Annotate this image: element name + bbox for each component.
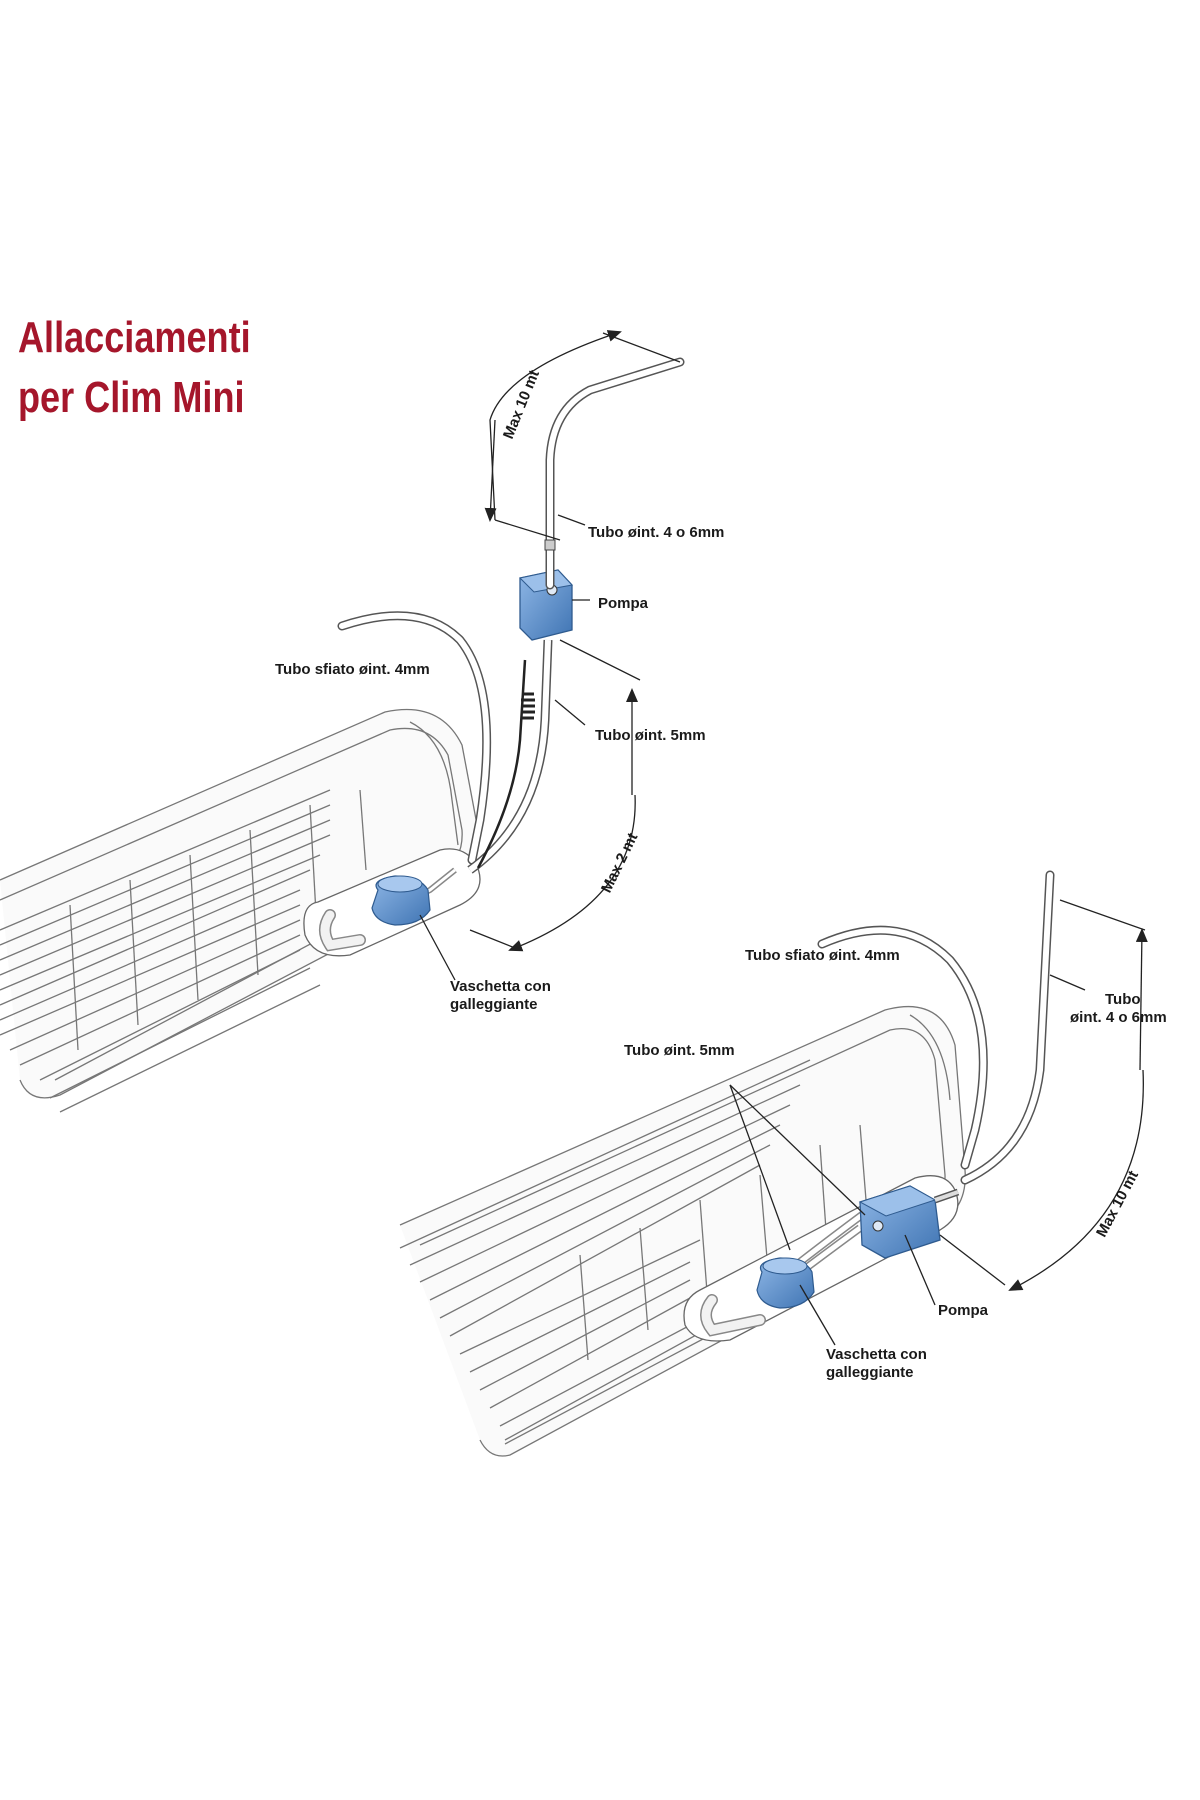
top-power-cable (476, 659, 535, 869)
bottom-tube-4-6mm (960, 870, 1055, 1185)
bottom-dimension-lines (729, 899, 1148, 1346)
top-tube-4-6mm-label: Tubo øint. 4 o 6mm (588, 524, 725, 541)
page-title: Allacciamenti per Clim Mini (18, 308, 251, 428)
bottom-tube-5mm-label: Tubo øint. 5mm (624, 1042, 735, 1059)
bottom-vent-tube-label: Tubo sfiato øint. 4mm (745, 947, 900, 964)
bottom-float-tank-label-1: Vaschetta con (826, 1346, 927, 1363)
title-line-2: per Clim Mini (18, 373, 245, 422)
top-tube-4-6mm (544, 357, 685, 590)
bottom-float-tank-label-2: galleggiante (826, 1364, 914, 1381)
top-vent-tube-label: Tubo sfiato øint. 4mm (275, 661, 430, 678)
title-line-1: Allacciamenti (18, 313, 251, 362)
bottom-tube-label-1: Tubo (1105, 991, 1141, 1008)
bottom-vent-tube (817, 925, 988, 1170)
top-float-tank-label-1: Vaschetta con (450, 978, 551, 995)
bottom-tube-label-2: øint. 4 o 6mm (1070, 1009, 1167, 1026)
bottom-pump (858, 1185, 960, 1259)
top-tube-5mm-label: Tubo øint. 5mm (595, 727, 706, 744)
top-float-tank-label-2: galleggiante (450, 996, 538, 1013)
bottom-float-tank (756, 1257, 815, 1309)
bottom-pump-label: Pompa (938, 1302, 989, 1319)
top-pump-label: Pompa (598, 595, 649, 612)
top-pump (518, 569, 573, 641)
top-dimension-lines (419, 330, 681, 981)
top-float-tank (371, 875, 431, 926)
top-vent-tube (337, 611, 492, 865)
top-tube-5mm (467, 639, 553, 874)
